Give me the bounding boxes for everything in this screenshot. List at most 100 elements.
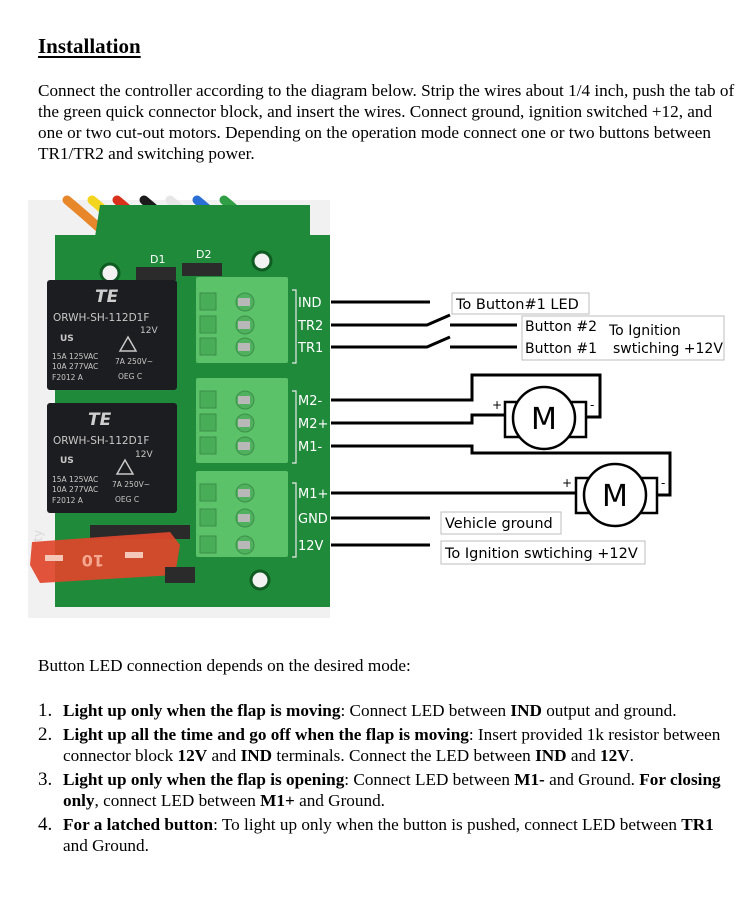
relay-model: ORWH-SH-112D1F [53,435,149,447]
label-ignition-12v: To Ignition swtiching +12V [440,540,646,565]
body-text: and [207,746,241,765]
relay-rating: 10A 277VAC [52,485,98,494]
wire-m2-minus [331,373,602,419]
relay-cert: US [60,334,74,344]
diode-label-d2: D2 [196,248,211,261]
label-button1: Button #1 [525,341,597,357]
mounting-hole [99,262,121,284]
relay-rating: 15A 125VAC [52,475,98,484]
terminal-label: TR1 [297,341,323,356]
terminal-pin [238,514,250,522]
terminal-pin [238,442,250,450]
emphasis-text: For a latched button [63,815,214,834]
emphasis-text: IND [240,746,273,765]
relay-coil: 12V [140,326,158,336]
label-text: To Ignition swtiching +12V [444,546,638,562]
relay-body [47,403,177,513]
body-text: . [629,746,634,765]
relay-rating: F2012 A [52,373,84,382]
terminal-pin [238,321,250,329]
silkscreen-bracket [292,289,297,364]
motor-minus-label: - [590,398,594,412]
terminal-lever [199,315,217,334]
body-text: , connect LED between [94,791,261,810]
emphasis-text: Light up only when the flap is moving [63,701,341,720]
terminal-label: 12V [298,539,324,554]
relay-model: ORWH-SH-112D1F [53,312,149,324]
fuse: 10 [30,525,195,583]
body-text: output and ground. [541,701,677,720]
terminal-label: M2- [298,394,322,409]
mounting-hole [249,569,271,591]
label-box [451,292,590,315]
terminal-lever [199,508,217,527]
terminal-lever [199,337,217,356]
relay-2: TE ORWH-SH-112D1F US 12V 15A 125VAC 10A … [47,403,177,513]
led-mode-item: 2. Light up all the time and go off when … [38,724,738,766]
relay-rating: 7A 250V~ [115,357,153,366]
wiring-diagram: D1 D2 TE ORWH-SH-112D1F US 12V 15A 125VA… [28,195,725,618]
terminal-label: TR2 [297,319,323,334]
board-photo: D1 D2 TE ORWH-SH-112D1F US 12V 15A 125VA… [28,195,330,618]
relay-brand: TE [88,410,112,430]
led-mode-item: 1.Light up only when the flap is moving:… [38,700,738,721]
list-number: 1. [38,700,53,721]
list-number: 2. [38,724,53,745]
terminal-lever [199,436,217,455]
emphasis-text: M1- [514,770,545,789]
label-text: To Button#1 LED [455,297,579,313]
relay-1: TE ORWH-SH-112D1F US 12V 15A 125VAC 10A … [47,280,177,390]
relay-rating: 15A 125VAC [52,352,98,361]
body-text: and Ground. [544,770,640,789]
terminal-lever [199,535,217,554]
emphasis-text: IND [510,701,542,720]
motor-circle [511,385,577,451]
fuse-blade [125,552,143,558]
led-mode-item: 3.Light up only when the flap is opening… [38,769,738,811]
terminal-pin [238,541,250,549]
terminal-lever [199,390,217,409]
label-ignition-line1: To Ignition [608,323,681,339]
led-mode-list: 1. Light up only when the flap is moving:… [38,700,738,859]
terminal-label: M1+ [298,487,328,502]
body-text: terminals. Connect the LED between [272,746,536,765]
terminal-pin [238,419,250,427]
section-heading: Installation [38,34,141,58]
silkscreen-bracket [292,390,297,464]
label-button1-led: To Button#1 LED [451,292,590,315]
motor-1: M + - [562,462,665,528]
label-buttons-ignition: Button #2 Button #1 To Ignition swtichin… [521,315,725,361]
relay-coil: 12V [135,450,153,460]
fuse-rating: 10 [82,551,104,570]
body-text: and Ground. [63,836,149,855]
relay-rating: 10A 277VAC [52,362,98,371]
led-intro: Button LED connection depends on the des… [38,656,411,675]
label-vehicle-ground: Vehicle ground [440,511,562,535]
label-button2: Button #2 [525,319,597,335]
motor-minus-label: - [661,476,665,490]
wiring-figure: D1 D2 TE ORWH-SH-112D1F US 12V 15A 125VA… [0,195,747,625]
emphasis-text: TR1 [681,815,714,834]
motor-circle [582,462,648,528]
body-text: : Connect LED between [344,770,515,789]
smd-component [165,567,195,583]
diode-d1 [136,267,176,280]
body-text: : Insert provided 1k resistor between co… [63,725,721,765]
mounting-hole [251,250,273,272]
warning-triangle-icon [115,458,135,475]
wire-tr1 [331,335,451,349]
warning-triangle-icon [118,335,138,352]
wire-m1-minus [331,444,672,497]
terminal-label: M1- [298,440,322,455]
schematic [331,300,672,547]
label-text: Vehicle ground [445,516,553,532]
wire-tr2 [331,313,451,327]
emphasis-text: Light up all the time and go off when th… [63,725,469,744]
emphasis-text: For closing only [63,770,721,810]
terminal-label: IND [298,296,322,311]
label-box [521,315,725,361]
intro-paragraph: Connect the controller according to the … [38,81,735,163]
terminal-pin [238,396,250,404]
motor-symbol: M [531,402,557,437]
